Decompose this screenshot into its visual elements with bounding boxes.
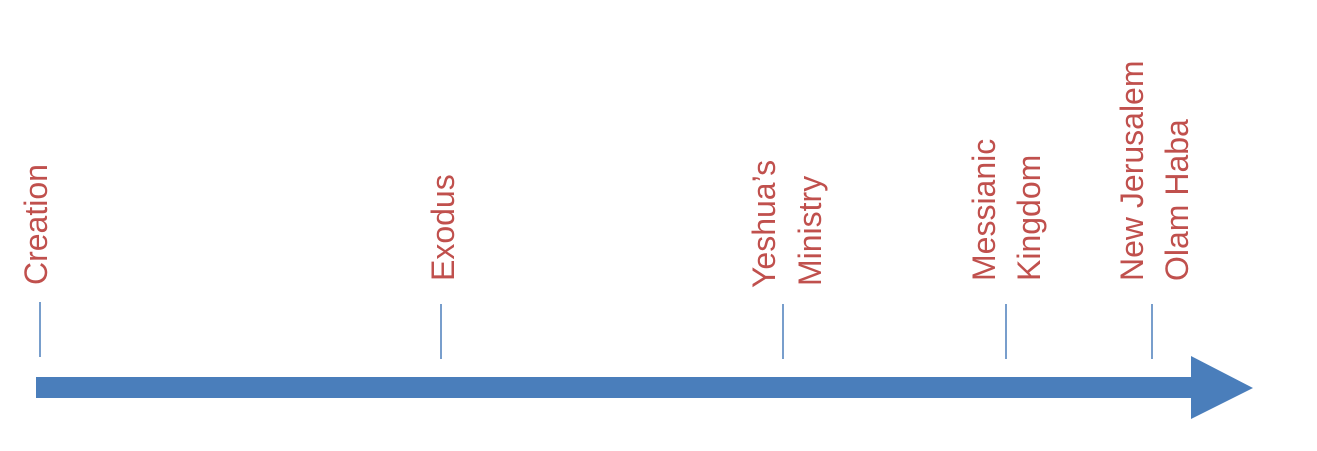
- event-label-yeshuas-ministry-line-1: Yeshua’s: [746, 160, 782, 288]
- event-label-yeshuas-ministry-line-2: Ministry: [792, 176, 828, 286]
- event-label-exodus-line-1: Exodus: [425, 174, 461, 281]
- event-label-new-jerusalem-olam-haba-line-2: Olam Haba: [1159, 119, 1195, 281]
- event-label-creation-line-1: Creation: [18, 164, 54, 285]
- event-label-messianic-kingdom-line-1: Messianic: [966, 139, 1002, 281]
- event-label-messianic-kingdom-line-2: Kingdom: [1011, 155, 1047, 281]
- event-label-new-jerusalem-olam-haba-line-1: New Jerusalem: [1114, 60, 1150, 281]
- timeline-arrow: [36, 356, 1253, 419]
